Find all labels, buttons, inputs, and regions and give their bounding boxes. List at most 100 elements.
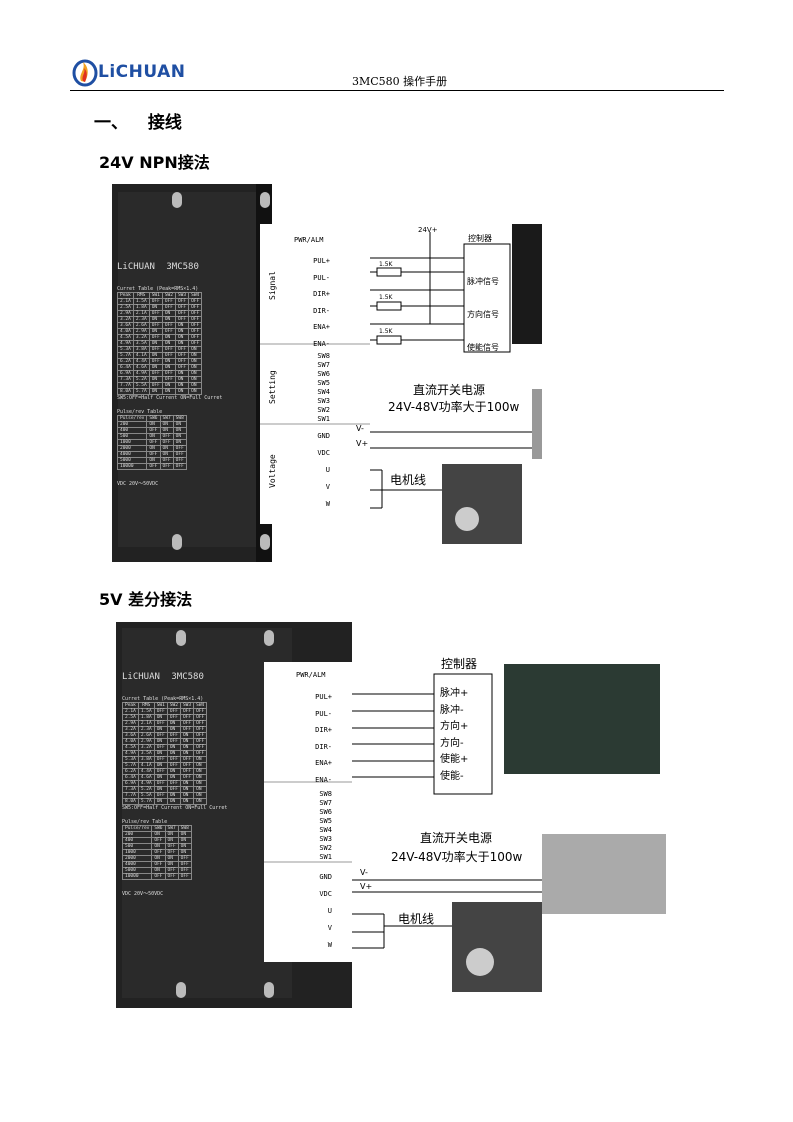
- terminal-label: ENA-: [315, 775, 332, 784]
- table-cell: 4.9A: [137, 780, 155, 787]
- v-plus-label: V+: [356, 439, 369, 448]
- table-cell: 6.9A: [117, 370, 134, 377]
- table-cell: 7.7A: [122, 792, 139, 799]
- table-cell: 6.2A: [122, 768, 139, 775]
- table-cell: 3.5A: [137, 750, 155, 757]
- table-cell: OFF: [159, 463, 174, 470]
- vdc-note: VDC 20V～50VDC: [122, 891, 164, 897]
- table-cell: 6.4A: [117, 364, 134, 371]
- voltage-group-label: Voltage: [268, 454, 277, 488]
- table-cell: 5.2A: [137, 786, 155, 793]
- table-cell: 1.8A: [132, 304, 150, 311]
- table-cell: 4.4A: [132, 358, 150, 365]
- table-cell: 5.7A: [132, 388, 150, 395]
- table-cell: 2.1A: [117, 298, 134, 305]
- table-cell: 2.6A: [132, 322, 150, 329]
- footnote: SW5:OFF=Half Current ON=Full Curret: [122, 805, 228, 811]
- table-cell: 3.2A: [137, 744, 155, 751]
- mount-slot: [172, 534, 182, 550]
- terminal-label: SW2: [319, 844, 332, 852]
- terminal-label: SW7: [319, 799, 332, 807]
- table-cell: Pulse/rev: [121, 825, 153, 832]
- section-number: 一、: [94, 113, 128, 133]
- pulse-table-title: Pulse/rev Table: [122, 819, 168, 825]
- mount-slot: [172, 192, 182, 208]
- controller-signals: 脉冲+脉冲-方向+方向-使能+使能-: [440, 686, 468, 785]
- terminal-panel: [264, 662, 352, 962]
- stepper-motor-image: [452, 902, 542, 992]
- signal-terminals: PUL+PUL-DIR+DIR-ENA+ENA-: [312, 689, 332, 788]
- mount-slot: [260, 192, 270, 208]
- table-cell: 6.4A: [122, 774, 139, 781]
- table-cell: OFF: [177, 873, 192, 880]
- controller-signal-label: 脉冲+: [440, 688, 469, 699]
- table-cell: 8.0A: [122, 798, 139, 805]
- terminal-label: U: [327, 907, 332, 915]
- terminal-label: ENA+: [313, 323, 330, 331]
- table-cell: 4.5A: [117, 334, 134, 341]
- table-cell: 4.4A: [137, 768, 155, 775]
- table-cell: OFF: [164, 873, 179, 880]
- table-cell: 2.6A: [137, 732, 155, 739]
- table-cell: 4.9A: [117, 340, 134, 347]
- terminal-label: SW3: [319, 835, 332, 843]
- controller-signal-label: 脉冲-: [440, 704, 464, 716]
- terminal-label: SW2: [317, 406, 330, 414]
- terminal-label: DIR-: [313, 306, 330, 315]
- mount-slot: [264, 982, 274, 998]
- header-rule: [70, 90, 724, 91]
- table-cell: 2.9A: [132, 328, 150, 335]
- table-cell: 2.5A: [122, 714, 139, 721]
- motion-controller-image: [504, 664, 660, 774]
- wiring-diagram-differential: [116, 622, 666, 1008]
- table-cell: Peak: [117, 292, 134, 299]
- table-cell: 4.0A: [117, 328, 134, 335]
- mount-slot: [264, 630, 274, 646]
- terminal-label: W: [327, 941, 332, 949]
- table-cell: 3.2A: [122, 726, 139, 733]
- table-cell: 2.5A: [117, 304, 134, 311]
- current-table-title: Curret Table (Peak=RMS×1.4): [117, 286, 199, 292]
- lichuan-logo: [72, 59, 98, 87]
- table-cell: 7.3A: [117, 376, 134, 383]
- table-cell: ON: [161, 388, 176, 395]
- plc-controller-image: [512, 224, 542, 344]
- driver-tables-1: LiCHUAN 3MC580 Curret Table (Peak=RMS×1.…: [116, 262, 262, 487]
- terminal-label: SW7: [317, 361, 330, 369]
- table-cell: ON: [174, 388, 190, 395]
- v-plus-label: V+: [360, 882, 373, 891]
- table-cell: 4.6A: [132, 364, 150, 371]
- resistor-label: 1.5K: [379, 328, 393, 335]
- table-cell: ON: [179, 798, 195, 805]
- table-cell: 2.9A: [122, 720, 139, 727]
- table-cell: 3.8A: [137, 756, 155, 763]
- mount-slot: [176, 982, 186, 998]
- controller-label: 控制器: [441, 657, 478, 671]
- controller-signal-label: 方向+: [440, 721, 469, 732]
- table-cell: Pulse/rev: [116, 415, 148, 422]
- table-cell: 5.5A: [132, 382, 150, 389]
- table-cell: 6.9A: [122, 780, 139, 787]
- table-cell: 3.2A: [117, 316, 134, 323]
- terminal-label: SW5: [319, 817, 332, 825]
- table-cell: 3.2A: [132, 334, 150, 341]
- document-title: 3MC580 操作手册: [352, 75, 448, 88]
